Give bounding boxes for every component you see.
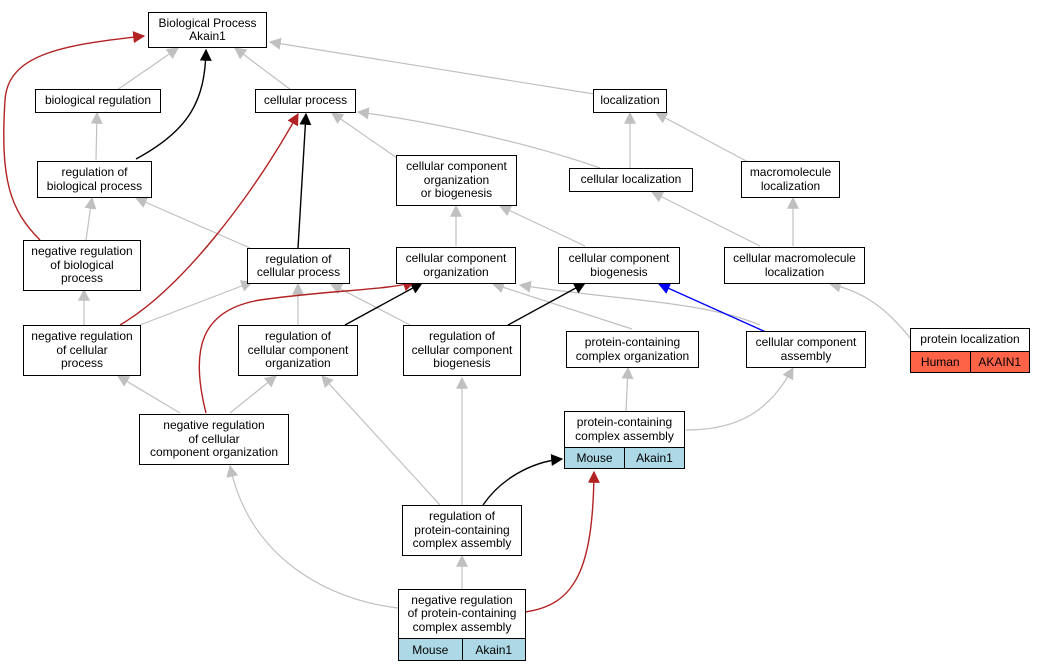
node-macromolecule-localization[interactable]: macromolecule localization [741,161,840,198]
edge-regbp-to-biological-regulation [90,111,103,161]
edge-biological-regulation-to-bp [116,47,179,91]
edge-negregccorg-to-regcco [229,375,277,414]
edge-cellular-localization-to-cellular-process [356,107,601,169]
annotation-protein-localization: Human AKAIN1 [910,352,1030,373]
edge-pcco-to-cco [491,281,633,330]
edge-negregpcca-to-pcca-red [524,470,600,613]
node-negative-regulation-of-cellular-process[interactable]: negative regulation of cellular process [23,325,141,376]
edge-negregccorg-to-negregcp [116,375,181,414]
node-biological-process-akain1[interactable]: Biological Process Akain1 [148,12,267,48]
edge-macromolecule-localization-to-localization [654,112,751,164]
edge-negregpcca-to-negregccorg [226,464,399,609]
node-cellular-macromolecule-localization[interactable]: cellular macromolecule localization [724,247,865,284]
node-cellular-component-organization[interactable]: cellular component organization [396,247,516,284]
edge-regpcca-to-regcco [321,375,441,506]
species-badge-mouse: Mouse [564,448,625,469]
annotation-negative-regulation-of-pcca: Mouse Akain1 [398,639,526,661]
node-protein-localization[interactable]: protein localization [910,328,1030,352]
species-badge-human: Human [910,352,971,373]
node-negative-regulation-of-protein-containing-complex-assembly[interactable]: negative regulation of protein-containin… [398,589,526,639]
edge-pcca-to-pcco [621,366,634,412]
edge-negregbp-to-regbp [84,196,97,241]
gene-badge-akain1-mouse: Akain1 [625,448,685,469]
edge-cca-to-cco [518,280,761,326]
node-cellular-localization[interactable]: cellular localization [569,168,693,192]
edge-negregccorg-to-cco-red [198,279,416,414]
gene-badge-akain1-mouse: Akain1 [462,639,526,661]
node-bp-line2: Akain1 [189,29,226,43]
node-biological-regulation[interactable]: biological regulation [35,89,161,113]
edge-regbp-to-bp-black [135,48,212,160]
edge-regcp-to-cellular-process-black [297,112,312,249]
node-cellular-component-biogenesis[interactable]: cellular component biogenesis [558,247,680,284]
gene-badge-akain1-human: AKAIN1 [970,352,1030,373]
node-negative-regulation-of-biological-process[interactable]: negative regulation of biological proces… [23,240,141,291]
edge-cellular-process-to-bp [234,47,292,91]
edge-localization-to-bp [268,37,595,95]
edge-regpcca-to-pcca-black [482,454,564,506]
node-cellular-component-organization-or-biogenesis[interactable]: cellular component organization or bioge… [396,155,517,206]
edge-cca-to-ccb-blue [657,282,769,334]
node-regulation-of-cellular-process[interactable]: regulation of cellular process [247,248,350,284]
edge-negregcp-to-cellular-process-red [119,112,299,326]
node-regulation-of-cellular-component-organization[interactable]: regulation of cellular component organiz… [238,325,358,376]
edge-protein-localization-to-cml [828,280,911,339]
node-cellular-component-assembly[interactable]: cellular component assembly [746,331,866,368]
node-regulation-of-protein-containing-complex-assembly[interactable]: regulation of protein-containing complex… [402,505,522,556]
edge-negregbp-to-bp-red [3,31,146,241]
edge-pcca-to-cca [685,366,794,431]
node-regulation-of-biological-process[interactable]: regulation of biological process [37,161,152,198]
edge-ccob-to-cellular-process [331,112,401,161]
node-negative-regulation-of-cellular-component-organization[interactable]: negative regulation of cellular componen… [139,414,289,465]
node-cellular-process[interactable]: cellular process [255,89,356,113]
edge-regcp-to-regbp [134,196,251,249]
edge-ccb-to-ccob [498,205,586,247]
node-bp-line1: Biological Process [158,15,257,30]
species-badge-mouse: Mouse [398,639,463,661]
edge-regccb-to-ccb-black [507,282,587,326]
edge-cml-to-cellular-localization [650,191,761,247]
node-protein-containing-complex-assembly[interactable]: protein-containing complex assembly [564,411,685,448]
node-regulation-of-cellular-component-biogenesis[interactable]: regulation of cellular component biogene… [403,325,521,376]
node-protein-containing-complex-organization[interactable]: protein-containing complex organization [566,331,699,368]
node-localization[interactable]: localization [593,89,667,113]
edge-regccb-to-regcp [329,283,411,326]
annotation-protein-containing-complex-assembly: Mouse Akain1 [564,448,685,469]
edge-regcco-to-cco-black [344,282,424,326]
edge-negregcp-to-regcp [139,280,254,326]
